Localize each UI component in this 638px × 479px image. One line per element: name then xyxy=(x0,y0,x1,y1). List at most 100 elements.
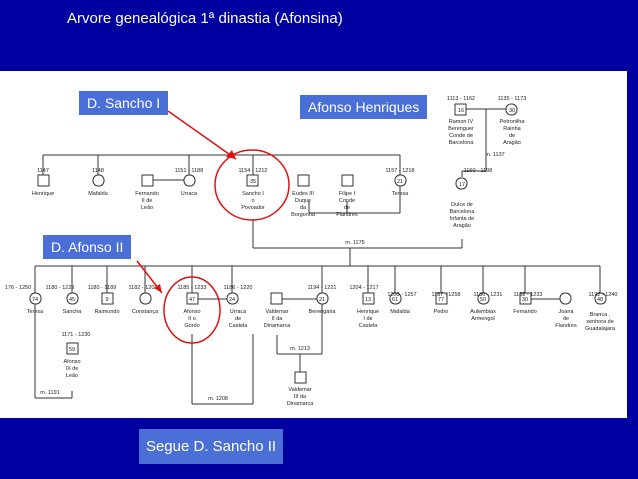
berengaria-dates: 1194 - 1221 xyxy=(308,285,337,291)
fernando2-num: 30 xyxy=(522,297,528,303)
node-joana xyxy=(559,292,572,305)
sancha-name: Sancha xyxy=(63,309,83,315)
ramon-name-3: Conde de xyxy=(449,133,473,139)
slide-title: Arvore genealógica 1ª dinastia (Afonsina… xyxy=(67,10,343,27)
mafalda1-dates: 1148 xyxy=(92,168,104,174)
node-mafalda1 xyxy=(92,174,105,187)
branca-name-1: Branca , xyxy=(590,312,611,318)
aulembiax-name-2: Armengol xyxy=(471,316,495,322)
branca-num: 48 xyxy=(597,297,603,303)
urraca2-name-1: Urraca xyxy=(230,309,247,315)
petronilha-name-2: Rainha xyxy=(503,126,521,132)
henrique2-dates: 1204 - 1217 xyxy=(349,285,378,291)
dulce-name-2: Barcelona xyxy=(450,209,476,215)
eudes-name-3: da xyxy=(300,205,307,211)
sancho-num: 35 xyxy=(250,179,256,185)
node-filipe xyxy=(341,174,354,187)
eudes-name-2: Duque xyxy=(295,198,311,204)
node-urraca2 xyxy=(226,292,239,305)
fernando2-name: Fernando xyxy=(513,309,537,315)
urraca2-num: 24 xyxy=(229,297,235,303)
petronilha-num: 30 xyxy=(509,108,515,114)
arrow-sancho xyxy=(167,110,237,160)
ramon-name-1: Ramon IV xyxy=(449,119,474,125)
raimundo-num: 9 xyxy=(105,297,108,303)
teresa2-dates: 176 - 1250 xyxy=(5,285,31,291)
branca-dates: 1192 - 1240 xyxy=(589,292,618,298)
henrique2-name-3: Castela xyxy=(359,323,379,329)
node-pedro xyxy=(435,292,448,305)
sancho-name-3: Povoador xyxy=(241,205,265,211)
node-teresa1 xyxy=(394,174,407,187)
constanca-name: Constança xyxy=(132,309,159,315)
family-tree-diagram: 1113 - 1162 16 Ramon IV Berenguer Conde … xyxy=(5,96,618,407)
dulce-name-4: Aragão xyxy=(453,223,471,229)
dulce-name-1: Dulce de xyxy=(451,202,473,208)
dulce-num: 17 xyxy=(459,182,465,188)
node-henrique2 xyxy=(362,292,375,305)
valdemar1-name-3: Dinamarca xyxy=(264,323,292,329)
arrow-afonso2-head xyxy=(154,284,162,293)
urraca2-name-2: de xyxy=(235,316,241,322)
eudes-name-4: Borgonha xyxy=(291,212,316,218)
henrique-dates: 1147 xyxy=(37,168,49,174)
node-branca xyxy=(594,292,607,305)
valdemar3-name-1: Valdemar xyxy=(288,387,311,393)
pedro-dates: 1187 - 1258 xyxy=(432,292,461,298)
sancho-dates: 1154 - 1212 xyxy=(239,168,268,174)
mafalda1-name: Mafalda xyxy=(88,191,109,197)
sancha-num: 45 xyxy=(69,297,75,303)
marriage-1137: m. 1137 xyxy=(485,152,504,158)
ramon-num: 16 xyxy=(458,108,464,114)
petronilha-dates: 1135 - 1173 xyxy=(498,96,527,102)
fernando2-dates: 1188 - 1233 xyxy=(514,292,543,298)
highlight-afonso2-circle xyxy=(163,276,221,344)
dulce-dates: 1160 - 1198 xyxy=(464,168,493,174)
mafalda2-name: Mafalda xyxy=(390,309,411,315)
ramon-name-2: Berenguer xyxy=(448,126,474,132)
petronilha-name-1: Petronilha xyxy=(500,119,526,125)
node-aulembiax xyxy=(477,292,490,305)
raimundo-dates: 1180 - 1189 xyxy=(88,285,117,291)
callout-sancho: D. Sancho I xyxy=(79,91,169,115)
filipe-name-3: de xyxy=(344,205,350,211)
valdemar1-name-1: Valdemar xyxy=(265,309,288,315)
urraca2-dates: 1186 - 1220 xyxy=(224,285,253,291)
valdemar3-name-3: Dinamarca xyxy=(287,401,315,407)
next-section-box: Segue D. Sancho II xyxy=(139,429,283,464)
eudes-name-1: Eudes III xyxy=(292,191,314,197)
mafalda2-num: 61 xyxy=(392,297,398,303)
fernando1-name-2: II de xyxy=(142,198,153,204)
node-urraca1 xyxy=(183,174,196,187)
henrique-name: Henrique xyxy=(32,191,54,197)
joana-name-2: de xyxy=(563,316,569,322)
marriage-1175: m. 1175 xyxy=(345,240,364,246)
callout-afonso-henriques: Afonso Henriques xyxy=(300,95,428,119)
highlight-sancho-circle xyxy=(214,149,290,221)
henrique2-num: 13 xyxy=(365,297,371,303)
ramon-name-4: Barcelona xyxy=(449,140,475,146)
valdemar3-name-2: III da xyxy=(294,394,307,400)
afonso-ix-name-3: Leão xyxy=(66,373,78,379)
node-eudes xyxy=(297,174,310,187)
sancho-name-2: o xyxy=(251,198,254,204)
urraca1-name: Urraca xyxy=(181,191,198,197)
berengaria-name: Berengária xyxy=(309,309,337,315)
teresa1-num: 21 xyxy=(397,179,403,185)
afonso2-name-1: Afonso xyxy=(183,309,200,315)
aulembiax-name-1: Aulembiax xyxy=(470,309,496,315)
fernando1-name-1: Fernando xyxy=(135,191,159,197)
afonso-ix-name-2: IX de xyxy=(66,366,79,372)
afonso-ix-num: 59 xyxy=(69,347,75,353)
node-mafalda2 xyxy=(389,292,402,305)
henrique2-name-2: I de xyxy=(363,316,372,322)
node-constanca xyxy=(139,292,152,305)
berengaria-num: 21 xyxy=(319,297,325,303)
marriage-1213: m. 1213 xyxy=(290,346,310,352)
constanca-dates: 1182 - 1202 xyxy=(129,285,158,291)
ramon-dates: 1113 - 1162 xyxy=(447,96,475,102)
node-henrique xyxy=(37,174,50,187)
sancho-name-1: Sancho I xyxy=(242,191,264,197)
pedro-name: Pedro xyxy=(434,309,449,315)
henrique2-name-1: Henrique xyxy=(357,309,379,315)
